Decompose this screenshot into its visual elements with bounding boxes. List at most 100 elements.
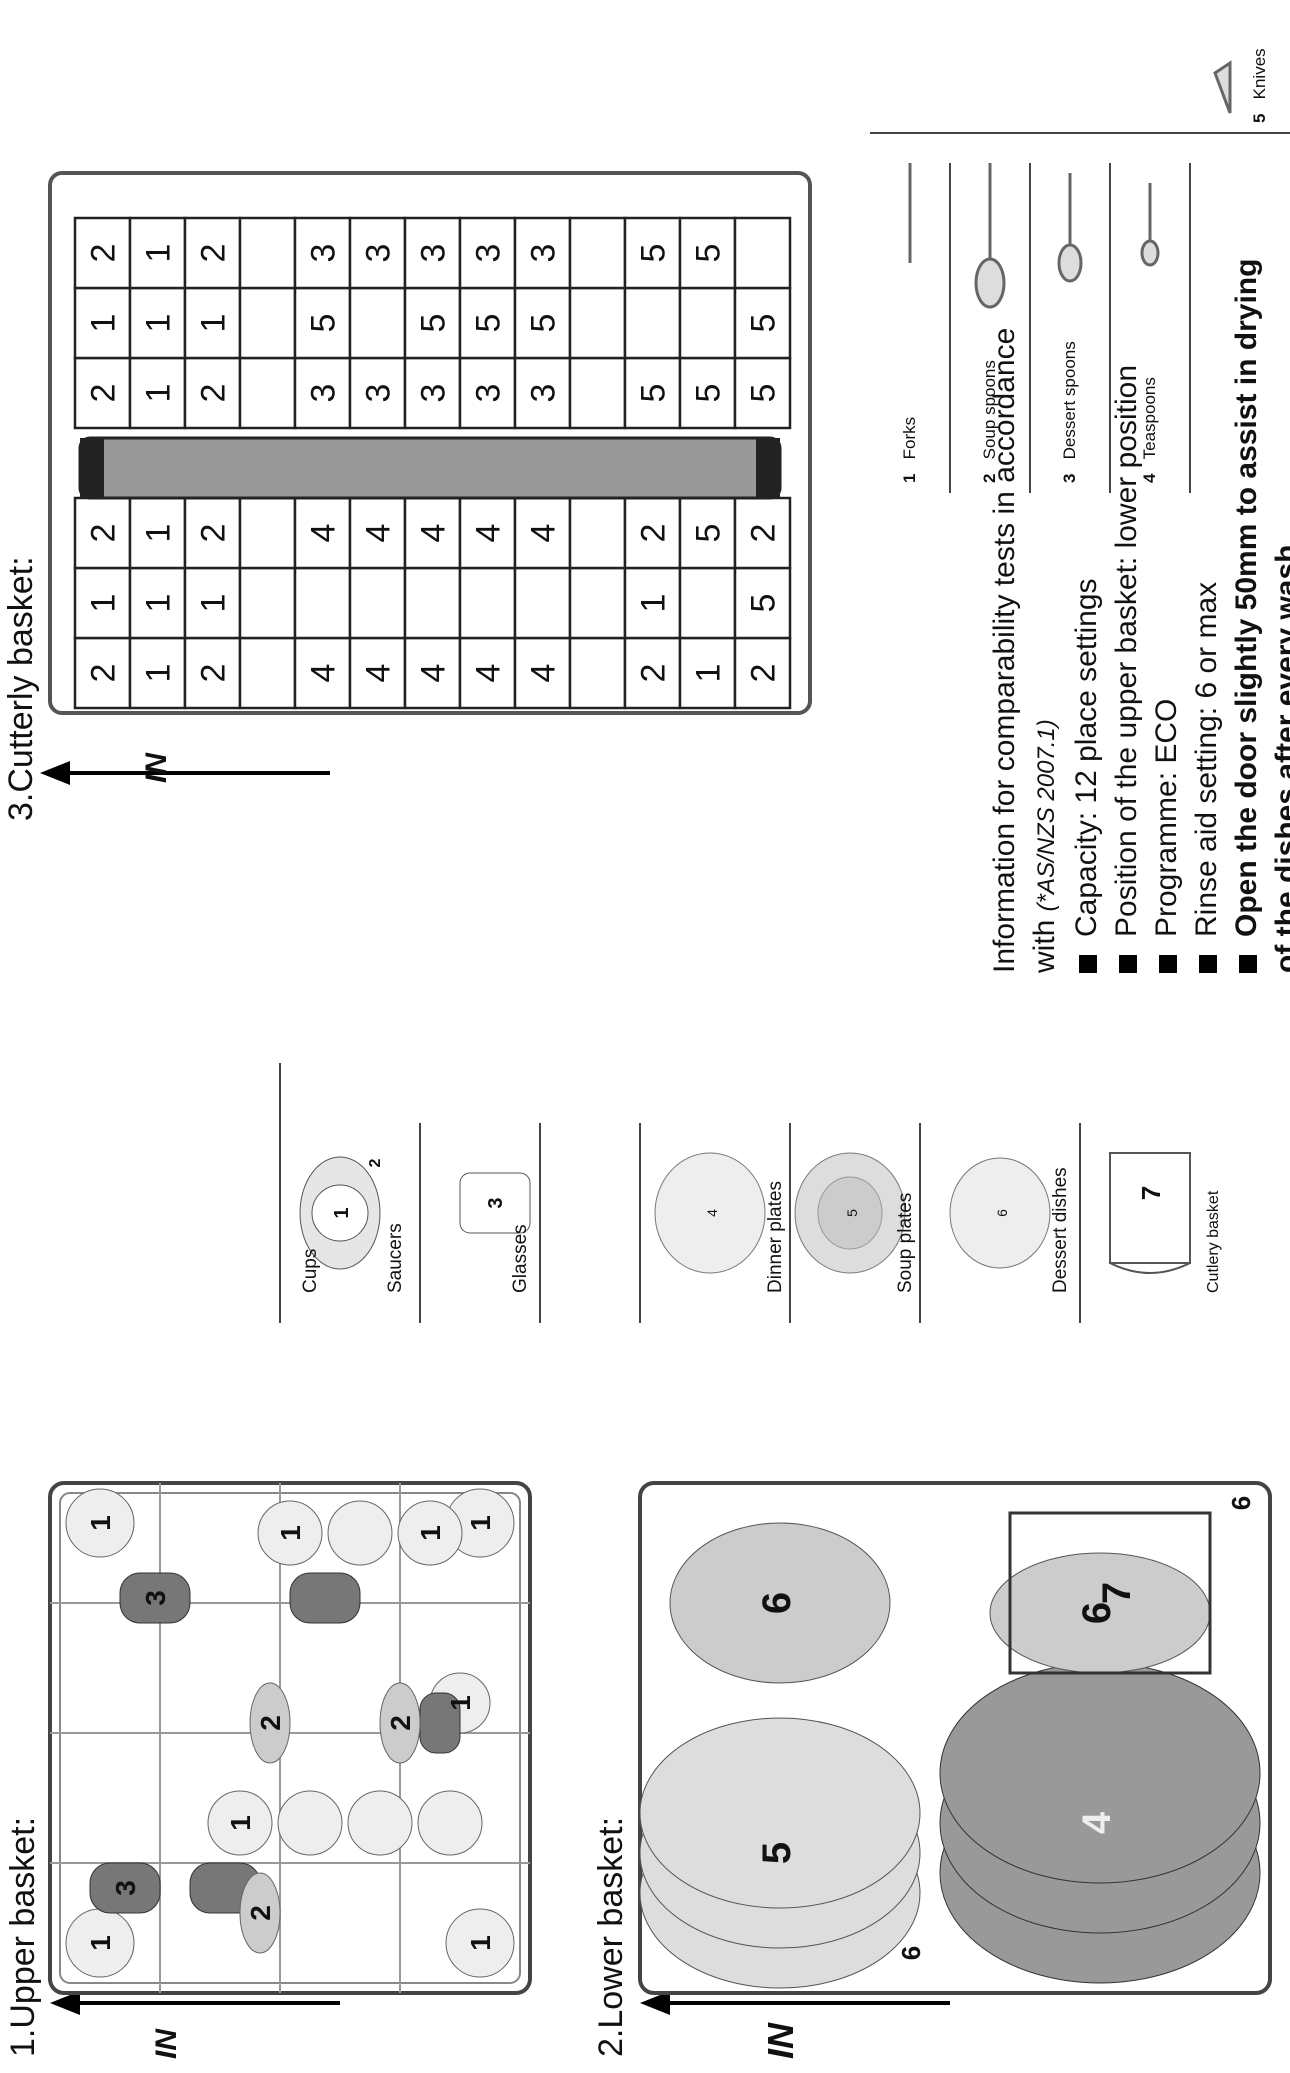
cutlery-slot-number: 4 <box>525 524 563 543</box>
cutlery-slot-number: 4 <box>415 664 453 683</box>
cutlery-key: 1 Forks 2 Soup spoons 3 Dessert spoons 4… <box>870 48 1290 493</box>
cutlery-slot-number: 4 <box>525 664 563 683</box>
lower-in-label: IN <box>760 2023 801 2059</box>
cutlery-slot-number: 5 <box>745 384 783 403</box>
upper-cup-label: 1 <box>465 1935 496 1951</box>
cutlery-slot-number: 5 <box>525 314 563 333</box>
cutlery-slot-number: 5 <box>690 244 728 263</box>
info-last-line: of the dishes after every wash <box>1270 544 1290 974</box>
cutlery-slot <box>238 566 297 640</box>
cutlery-slot-number: 5 <box>635 384 673 403</box>
upper-cup-label: 1 <box>225 1815 256 1831</box>
square-bullet-icon <box>1159 955 1178 973</box>
lower-basket-frame <box>638 1481 1272 1995</box>
cutlery-slot-number: 1 <box>140 524 178 543</box>
cutlery-slot-number: 3 <box>360 384 398 403</box>
cutlery-slot <box>678 566 737 640</box>
lower-basket-title: 2.Lower basket: <box>592 1816 630 2057</box>
cutlery-slot <box>568 636 627 710</box>
cutlery-slot-number: 2 <box>195 664 233 683</box>
cutlery-slot <box>513 566 572 640</box>
cutlery-slot <box>238 356 297 430</box>
cutlery-slot-number: 3 <box>525 244 563 263</box>
cutlery-slot-number: 5 <box>470 314 508 333</box>
upper-saucer-label: 2 <box>255 1715 286 1731</box>
legend-dinner-num: 4 <box>704 1209 720 1217</box>
cutlery-slot-number: 1 <box>635 594 673 613</box>
cutlery-slot-number: 1 <box>85 314 123 333</box>
cutlery-slot-number: 4 <box>360 664 398 683</box>
cutlery-slot-number: 1 <box>140 244 178 263</box>
cutlery-slot-number: 2 <box>85 524 123 543</box>
info-bullet: Position of the upper basket: lower posi… <box>1107 13 1147 973</box>
soup-plates <box>639 1717 921 1989</box>
cutlery-slot-number: 3 <box>305 244 343 263</box>
info-bullet: Programme: ECO <box>1147 13 1187 973</box>
legend-saucer-num: 2 <box>367 1158 384 1167</box>
cutlery-slot-number: 1 <box>85 594 123 613</box>
arrow-up-icon <box>50 1991 340 2015</box>
legend-basket-num: 7 <box>1136 1186 1166 1200</box>
dessert-label: 6 <box>755 1592 799 1614</box>
cutlery-slot-number: 3 <box>470 384 508 403</box>
cutlery-basket-shape <box>1008 1511 1212 1675</box>
upper-glasses <box>89 1572 461 1914</box>
cutlery-slot <box>623 286 682 360</box>
legend-cups-num: 1 <box>331 1207 353 1218</box>
upper-saucers <box>239 1682 421 1954</box>
cutlery-slot-number: 3 <box>470 244 508 263</box>
cutlery-slot <box>568 496 627 570</box>
upper-basket-title: 1.Upper basket: <box>4 1816 42 2057</box>
cutlery-slot-number: 4 <box>415 524 453 543</box>
cutlery-slot-number: 4 <box>305 524 343 543</box>
legend-dinner-plate-icon <box>654 1152 766 1274</box>
square-bullet-icon <box>1119 955 1138 973</box>
cutlery-slot-number: 2 <box>85 664 123 683</box>
cutlery-slot-number: 1 <box>140 594 178 613</box>
upper-basket-frame <box>48 1481 532 1995</box>
cutlery-slot <box>403 566 462 640</box>
cutlery-key-lines <box>870 60 1290 493</box>
cutlery-slot-number: 5 <box>415 314 453 333</box>
dessert-dishes <box>669 1522 1211 1684</box>
cutlery-slot-number: 4 <box>470 664 508 683</box>
cutlery-slot-number: 4 <box>470 524 508 543</box>
legend-soup-plate-icon <box>794 1152 906 1274</box>
cutlery-slot-number: 2 <box>85 244 123 263</box>
dinner-plate-label: 4 <box>1075 1811 1119 1834</box>
cutlery-slot-number: 2 <box>635 524 673 543</box>
cutlery-slot-number: 1 <box>140 664 178 683</box>
legend-dessert-num: 6 <box>994 1209 1010 1217</box>
legend-cutlery-basket-icon <box>1109 1152 1191 1274</box>
basket-label: 7 <box>1095 1582 1139 1604</box>
cutlery-slot-number: 5 <box>690 384 728 403</box>
upper-in-arrow <box>50 1991 340 2015</box>
cutlery-slot-number: 3 <box>415 244 453 263</box>
upper-cup-label: 1 <box>465 1515 496 1531</box>
info-bullet: Open the door slightly 50mm to assist in… <box>1227 13 1267 973</box>
cutlery-slot <box>348 286 407 360</box>
cutlery-slot-number: 2 <box>85 384 123 403</box>
cutlery-slot-number: 4 <box>305 664 343 683</box>
legend-glasses: Glasses <box>510 1224 531 1293</box>
cutlery-slot-number: 3 <box>525 384 563 403</box>
cutlery-slot-number: 3 <box>305 384 343 403</box>
upper-cup-label: 1 <box>85 1935 116 1951</box>
upper-cup-label: 1 <box>85 1515 116 1531</box>
soup-small-label: 6 <box>896 1946 926 1960</box>
cutlery-slot-number: 2 <box>195 244 233 263</box>
upper-cup-label: 1 <box>415 1525 446 1541</box>
upper-cup-label: 1 <box>445 1695 476 1711</box>
cutlery-slot-number: 2 <box>635 664 673 683</box>
cutlery-slot <box>238 216 297 290</box>
cutlery-slot <box>238 496 297 570</box>
legend-soup-plates: Soup plates <box>895 1192 916 1293</box>
cutlery-slot-number: 2 <box>745 524 783 543</box>
upper-cup-label: 1 <box>275 1525 306 1541</box>
dinner-plates <box>939 1662 1261 1984</box>
cutlery-slot-number: 1 <box>195 314 233 333</box>
info-bullet: Capacity: 12 place settings <box>1067 13 1107 973</box>
upper-glass-label: 3 <box>110 1880 141 1896</box>
